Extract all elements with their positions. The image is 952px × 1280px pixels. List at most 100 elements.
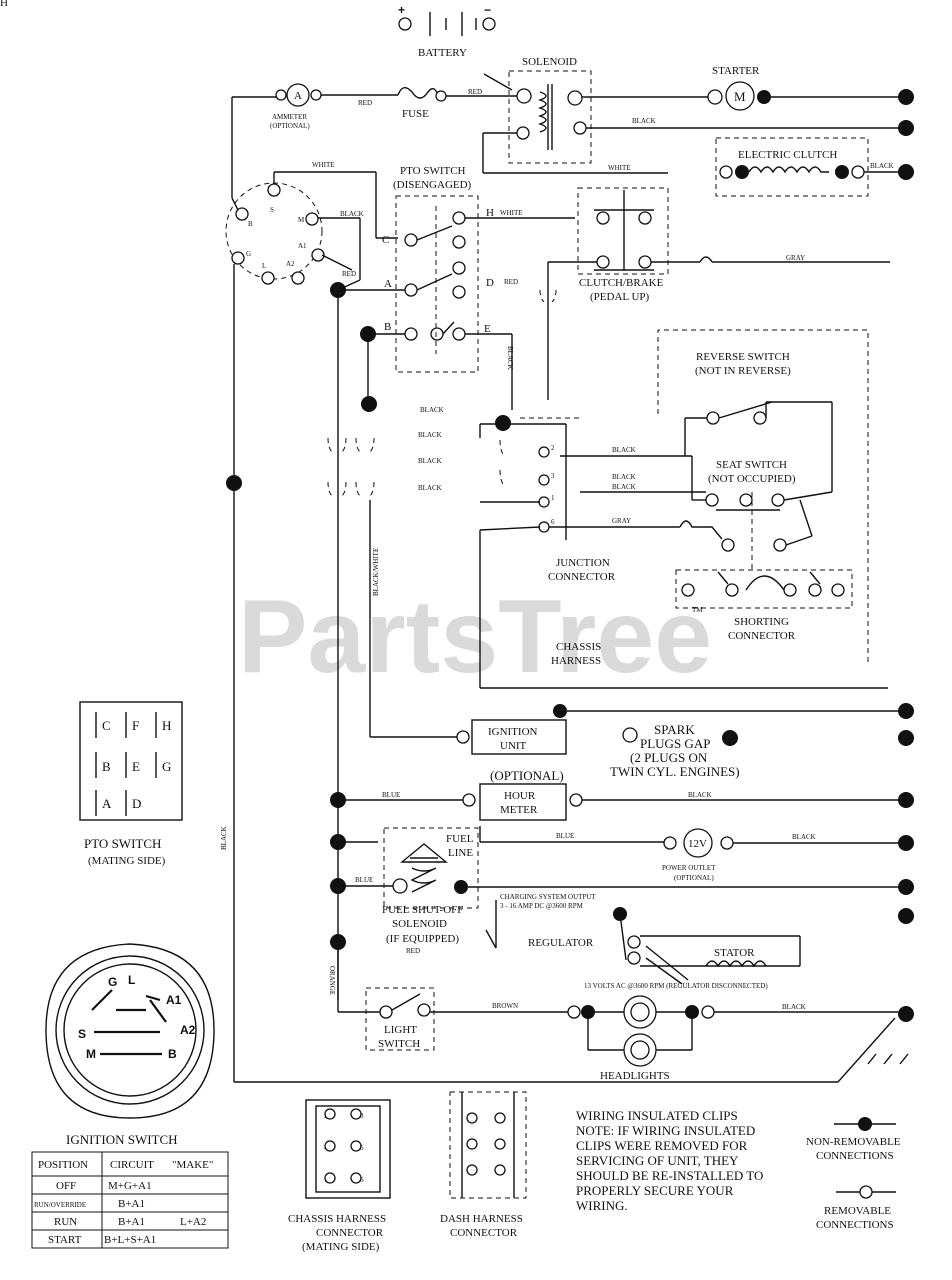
junction-pin-2: 2 <box>551 444 555 452</box>
pto-mating-side: C F H B E G A D PTO SWITCH (MATING SIDE) <box>79 701 183 867</box>
chassis-connector-line-2: CONNECTOR <box>316 1227 384 1239</box>
wire-label-black-seat-1: BLACK <box>612 446 636 454</box>
junction-connector: 2 3 1 6 JUNCTION CONNECTOR <box>479 415 616 688</box>
reverse-seat-switches: REVERSE SWITCH (NOT IN REVERSE) SEAT SWI… <box>657 329 869 664</box>
ign-table-r0c0: OFF <box>56 1180 76 1192</box>
battery-minus: − <box>484 3 491 17</box>
chassis-connector-line-3: (MATING SIDE) <box>302 1241 380 1253</box>
pto-switch-label-2: (DISENGAGED) <box>393 179 472 191</box>
hour-meter-line-1: HOUR <box>504 790 536 802</box>
wiring-note: WIRING INSULATED CLIPS NOTE: IF WIRING I… <box>576 1108 763 1213</box>
chassis-pin-5: 5 <box>360 1144 364 1152</box>
pto-mating-title-2: (MATING SIDE) <box>88 855 166 867</box>
wire-label-white-clutch: WHITE <box>608 164 631 172</box>
ammeter-symbol: A <box>294 90 302 102</box>
ign-table-r2c2: L+A2 <box>180 1216 206 1228</box>
fuse-label: FUSE <box>402 108 429 120</box>
ign-table-r1c0: RUN/OVERRIDE <box>34 1201 86 1209</box>
fuse: FUSE <box>397 87 447 120</box>
wire-label-brown: BROWN <box>492 1002 518 1010</box>
chassis-pin-3: 3 <box>360 1112 364 1120</box>
power-outlet-line-1: POWER OUTLET <box>662 864 716 872</box>
wire-label-black-outlet: BLACK <box>792 833 816 841</box>
reverse-switch-label-2: (NOT IN REVERSE) <box>695 365 791 377</box>
wire-label-blue-hour: BLUE <box>382 791 400 799</box>
power-outlet-symbol: 12V <box>688 838 707 850</box>
pto-mating-c: C <box>102 718 111 733</box>
wire-label-black-j1: BLACK <box>420 406 444 414</box>
ign-face-g: G <box>108 975 117 989</box>
ammeter-label-1: AMMETER <box>272 113 307 121</box>
dash-harness-connector: DASH HARNESS CONNECTOR <box>440 1091 527 1239</box>
ign-term-l: L <box>262 262 266 270</box>
pto-term-h: H <box>486 207 494 219</box>
ignition-unit-box <box>471 719 567 755</box>
ign-table-h0: POSITION <box>38 1159 88 1171</box>
power-outlet: 12V POWER OUTLET (OPTIONAL) <box>662 828 734 882</box>
ign-table-r0c1: M+G+A1 <box>108 1180 152 1192</box>
ammeter: A AMMETER (OPTIONAL) <box>270 83 322 130</box>
wire-label-red-ign: RED <box>342 270 356 278</box>
ignition-switch-title: IGNITION SWITCH <box>66 1132 178 1147</box>
light-switch-line-2: SWITCH <box>378 1038 420 1050</box>
starter-label: STARTER <box>712 65 760 77</box>
wire-label-black-clutch: BLACK <box>870 162 894 170</box>
note-line-5: SHOULD BE RE-INSTALLED TO <box>576 1168 763 1183</box>
pto-mating-g: G <box>162 759 171 774</box>
wire-label-black-j2: BLACK <box>418 431 442 439</box>
junction-pin-6: 6 <box>551 518 555 526</box>
legend-non-removable-2: CONNECTIONS <box>816 1150 894 1162</box>
regulator-label: REGULATOR <box>528 937 594 949</box>
fuel-line-1: FUEL <box>446 833 474 845</box>
headlights: HEADLIGHTS <box>567 995 715 1082</box>
headlights-label: HEADLIGHTS <box>600 1070 670 1082</box>
hour-meter-box <box>479 783 567 821</box>
ign-term-m: M <box>298 216 305 224</box>
battery-plus: + <box>398 3 405 17</box>
spark-line-2: PLUGS GAP <box>640 736 710 751</box>
ignition-unit-label-1: IGNITION <box>488 726 538 738</box>
battery-label: BATTERY <box>418 47 467 59</box>
pto-mating-f: F <box>132 718 139 733</box>
fuel-shutoff-line-1: FUEL SHUT-OFF <box>382 904 463 916</box>
spark-line-4: TWIN CYL. ENGINES) <box>610 764 740 779</box>
pto-term-c: C <box>382 234 389 246</box>
fuel-line-2: LINE <box>448 847 473 859</box>
clutch-brake-switch: CLUTCH/BRAKE (PEDAL UP) <box>577 187 669 303</box>
chassis-harness-label-1: CHASSIS <box>556 641 601 653</box>
spark-line-1: SPARK <box>654 722 695 737</box>
hour-meter-optional: (OPTIONAL) <box>490 768 564 783</box>
electric-clutch-label: ELECTRIC CLUTCH <box>738 149 837 161</box>
chassis-pin-6: 6 <box>360 1176 364 1184</box>
pto-mating-d: D <box>132 796 141 811</box>
wire-label-black-starter: BLACK <box>632 117 656 125</box>
hour-meter-line-2: METER <box>500 804 538 816</box>
note-line-4: SERVICING OF UNIT, THEY <box>576 1153 739 1168</box>
wire-label-red-fuel: RED <box>406 947 420 955</box>
pto-mating-h: H <box>162 718 171 733</box>
wire-label-gray-junction: GRAY <box>612 517 631 525</box>
electric-clutch: ELECTRIC CLUTCH <box>715 137 869 197</box>
stator-note: 13 VOLTS AC @3600 RPM (REGULATOR DISCONN… <box>584 982 768 990</box>
ign-face-b: B <box>168 1047 177 1061</box>
dash-connector-line-1: DASH HARNESS <box>440 1213 523 1225</box>
spark-plugs: SPARK PLUGS GAP (2 PLUGS ON TWIN CYL. EN… <box>610 722 740 779</box>
wire-label-black-j3: BLACK <box>418 457 442 465</box>
chassis-harness-label-2: HARNESS <box>551 655 601 667</box>
wire-label-black-ground: BLACK <box>220 826 228 850</box>
ign-face-l: L <box>128 973 135 987</box>
wire-label-white-pto: WHITE <box>500 209 523 217</box>
wire-label-red-pto: RED <box>504 278 518 286</box>
solenoid-label: SOLENOID <box>522 56 577 68</box>
pto-mating-title-1: PTO SWITCH <box>84 836 161 851</box>
ammeter-label-2: (OPTIONAL) <box>270 122 310 130</box>
junction-label-2: CONNECTOR <box>548 571 616 583</box>
ign-face-m: M <box>86 1047 96 1061</box>
note-line-3: CLIPS WERE REMOVED FOR <box>576 1138 748 1153</box>
pto-term-e: E <box>484 323 491 335</box>
ign-face-s: S <box>78 1027 86 1041</box>
ignition-switch-schematic: B G L S M A1 A2 <box>225 182 325 285</box>
ignition-switch-face: G L A1 S A2 M B IGNITION SWITCH <box>45 943 215 1147</box>
wire-label-blue-fuel: BLUE <box>355 876 373 884</box>
junction-pin-1: 1 <box>551 494 555 502</box>
